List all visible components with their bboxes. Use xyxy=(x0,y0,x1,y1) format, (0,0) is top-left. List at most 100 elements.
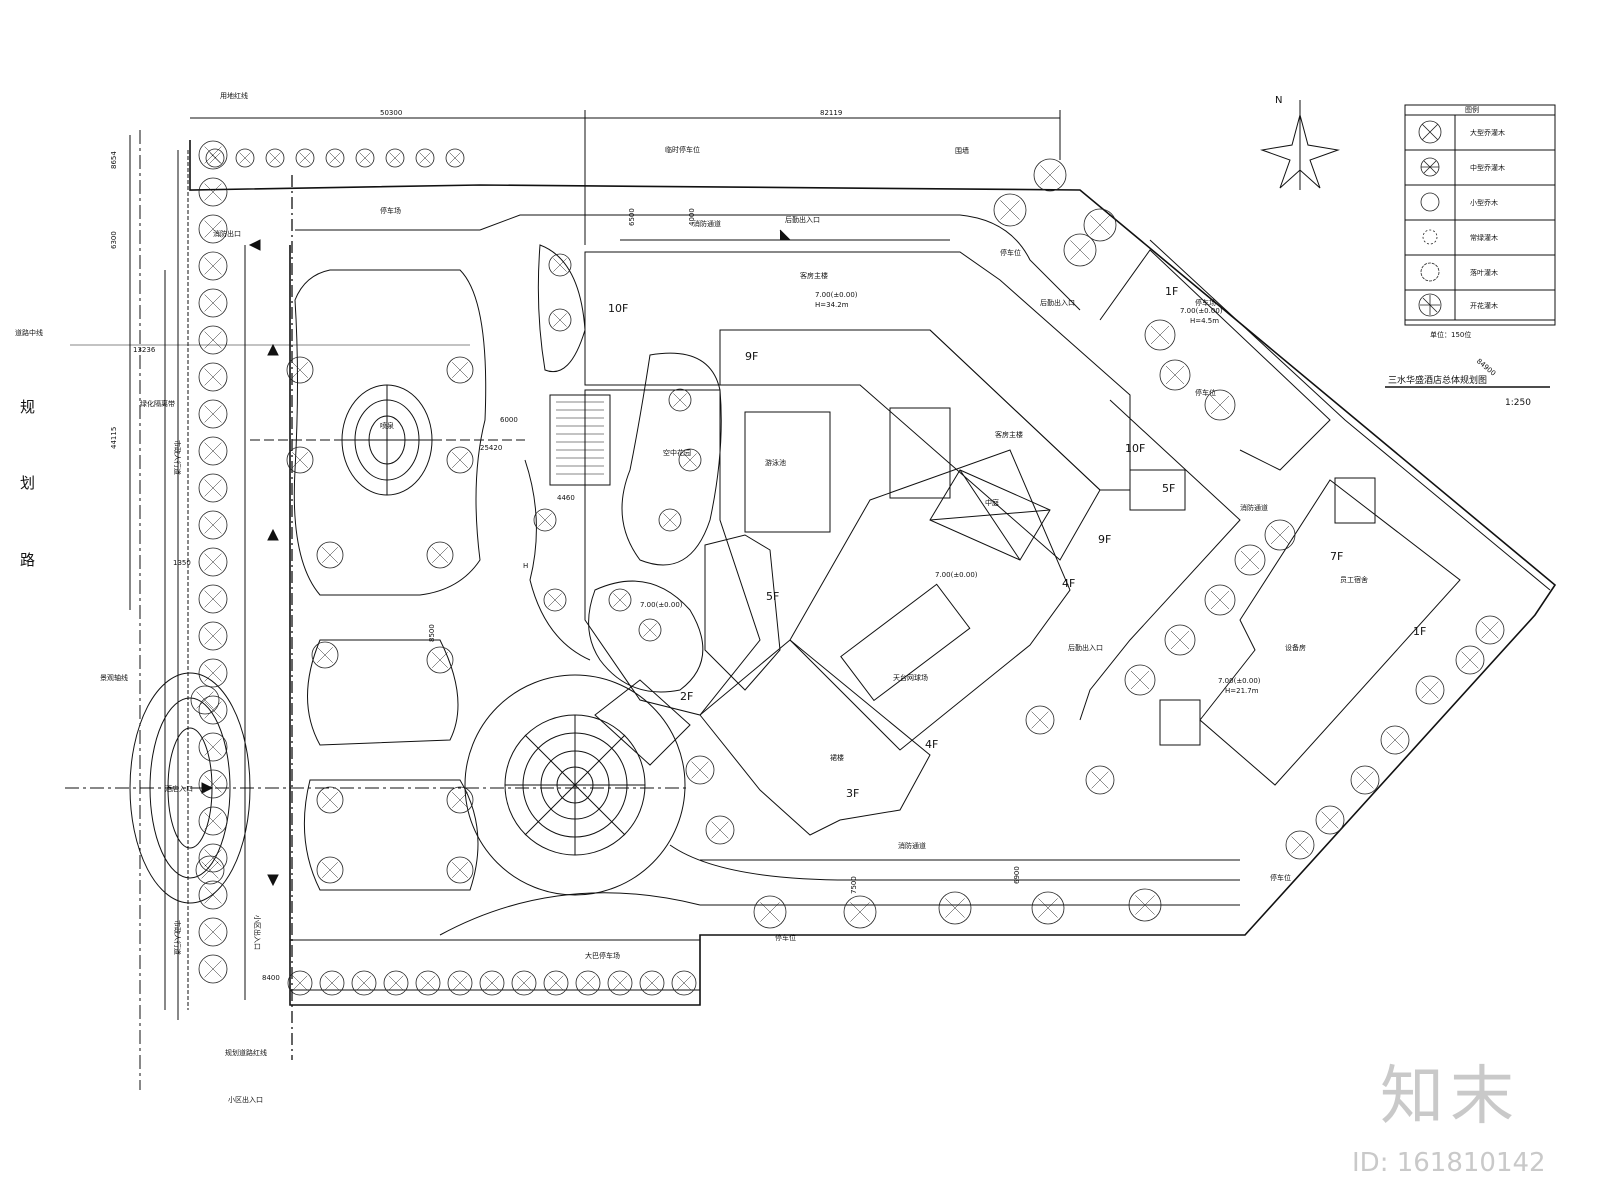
tree-symbol xyxy=(543,588,567,612)
tree-symbol xyxy=(533,508,557,532)
tree-symbol xyxy=(446,856,474,884)
parking-island-bottom xyxy=(303,779,479,891)
elevation-main: 7.00(±0.00) xyxy=(815,291,858,299)
floor-3f: 3F xyxy=(846,787,859,800)
flowering-shrub-legend-icon xyxy=(1418,293,1442,317)
floor-10f-main: 10F xyxy=(608,302,628,315)
tree-symbol xyxy=(1083,208,1117,242)
north-label: N xyxy=(1275,95,1282,106)
dim-top-left: 50300 xyxy=(380,109,402,117)
tree-symbol xyxy=(198,325,228,355)
dim-top-right: 82119 xyxy=(820,109,842,117)
label-fire-exit: 消防出口 xyxy=(213,229,241,238)
label-parking-5: 停车位 xyxy=(775,933,796,942)
label-temporary: 临时停车位 xyxy=(665,145,700,154)
site-boundary xyxy=(189,140,1557,1006)
tree-symbol xyxy=(1475,615,1505,645)
tree-symbol xyxy=(198,436,228,466)
tree-symbol xyxy=(198,843,228,873)
wing-5f xyxy=(704,534,781,691)
legend-item-2: 中型乔灌木 xyxy=(1470,163,1505,172)
legend-item-5: 落叶灌木 xyxy=(1470,268,1498,277)
label-courtyard: 天台网球场 xyxy=(893,673,928,682)
tree-symbol xyxy=(198,917,228,947)
tree-symbol xyxy=(198,399,228,429)
label-guest-building: 客房主楼 xyxy=(800,271,828,280)
arrow-left-icon xyxy=(248,239,261,251)
floor-9f-main: 9F xyxy=(745,350,758,363)
tree-symbol xyxy=(479,970,505,996)
legend-frame xyxy=(1404,104,1556,326)
tree-symbol xyxy=(671,970,697,996)
dim-left-a: 8654 xyxy=(110,151,118,169)
tree-symbol xyxy=(1264,519,1296,551)
label-parking: 停车场 xyxy=(380,206,401,215)
dim-mid-c: 4460 xyxy=(557,494,575,502)
tree-symbol xyxy=(1164,624,1196,656)
tree-symbol xyxy=(843,895,877,929)
label-pool: 游泳池 xyxy=(765,458,786,467)
label-sidewalk: 市政人行道 xyxy=(173,440,182,475)
tree-symbol xyxy=(383,970,409,996)
label-parking-2: 停车场 xyxy=(1195,298,1216,307)
tree-symbol xyxy=(426,541,454,569)
tree-symbol xyxy=(446,356,474,384)
tree-symbol xyxy=(198,621,228,651)
tree-symbol xyxy=(286,356,314,384)
tree-symbol xyxy=(638,618,662,642)
elevation-dorm-height: H=21.7m xyxy=(1225,687,1259,695)
label-residential-entrance: 小区出入口 xyxy=(253,915,262,950)
tree-symbol xyxy=(198,288,228,318)
podium-3f xyxy=(699,639,931,836)
tree-symbol xyxy=(1025,705,1055,735)
tree-symbol xyxy=(198,954,228,984)
tree-symbol xyxy=(1204,389,1236,421)
tree-symbol xyxy=(265,148,285,168)
arrow-up-icon xyxy=(267,343,279,356)
legend-item-3: 小型乔木 xyxy=(1470,198,1498,207)
legend-title: 图例 xyxy=(1465,105,1479,114)
tree-symbol xyxy=(668,388,692,412)
tree-symbol xyxy=(447,970,473,996)
tree-symbol xyxy=(205,148,225,168)
legend-item-4: 常绿灌木 xyxy=(1470,233,1498,242)
tree-symbol xyxy=(938,891,972,925)
tree-symbol xyxy=(1033,158,1067,192)
tree-symbol xyxy=(446,446,474,474)
tree-symbol xyxy=(316,541,344,569)
tree-symbol xyxy=(426,646,454,674)
tree-symbol xyxy=(446,786,474,814)
tree-symbol xyxy=(685,755,715,785)
tree-symbol xyxy=(639,970,665,996)
tree-symbol xyxy=(295,148,315,168)
podium-outline xyxy=(789,449,1071,751)
floor-4f-a: 4F xyxy=(925,738,938,751)
arrow-right-icon xyxy=(201,782,214,794)
dim-left-e: 1350 xyxy=(173,559,191,567)
tree-symbol xyxy=(1315,805,1345,835)
dim-mid-d: 6500 xyxy=(628,208,636,226)
dim-bot-b: 7500 xyxy=(850,876,858,894)
guest-tower-9f xyxy=(719,329,1101,561)
tree-symbol xyxy=(1159,359,1191,391)
dim-left-d: 44115 xyxy=(110,427,118,449)
label-garden: 空中花园 xyxy=(663,448,691,457)
tree-symbol xyxy=(658,508,682,532)
watermark-logo: 知末 xyxy=(1380,1060,1520,1134)
tree-symbol xyxy=(195,855,225,885)
tree-symbol xyxy=(198,362,228,392)
label-fire-road: 消防通道 xyxy=(693,219,721,228)
tree-symbol xyxy=(198,177,228,207)
dim-bot-c: 8500 xyxy=(428,624,436,642)
small-tree-legend-icon xyxy=(1420,192,1440,212)
floor-10f-east: 10F xyxy=(1125,442,1145,455)
tree-symbol xyxy=(607,970,633,996)
label-fountain: 喷泉 xyxy=(380,421,394,430)
tree-symbol xyxy=(351,970,377,996)
tree-symbol xyxy=(198,806,228,836)
floor-1f-east: 1F xyxy=(1165,285,1178,298)
main-roundabout xyxy=(464,674,686,896)
label-main-entrance: 酒店入口 xyxy=(165,784,193,793)
tree-symbol xyxy=(316,786,344,814)
tree-symbol xyxy=(445,148,465,168)
